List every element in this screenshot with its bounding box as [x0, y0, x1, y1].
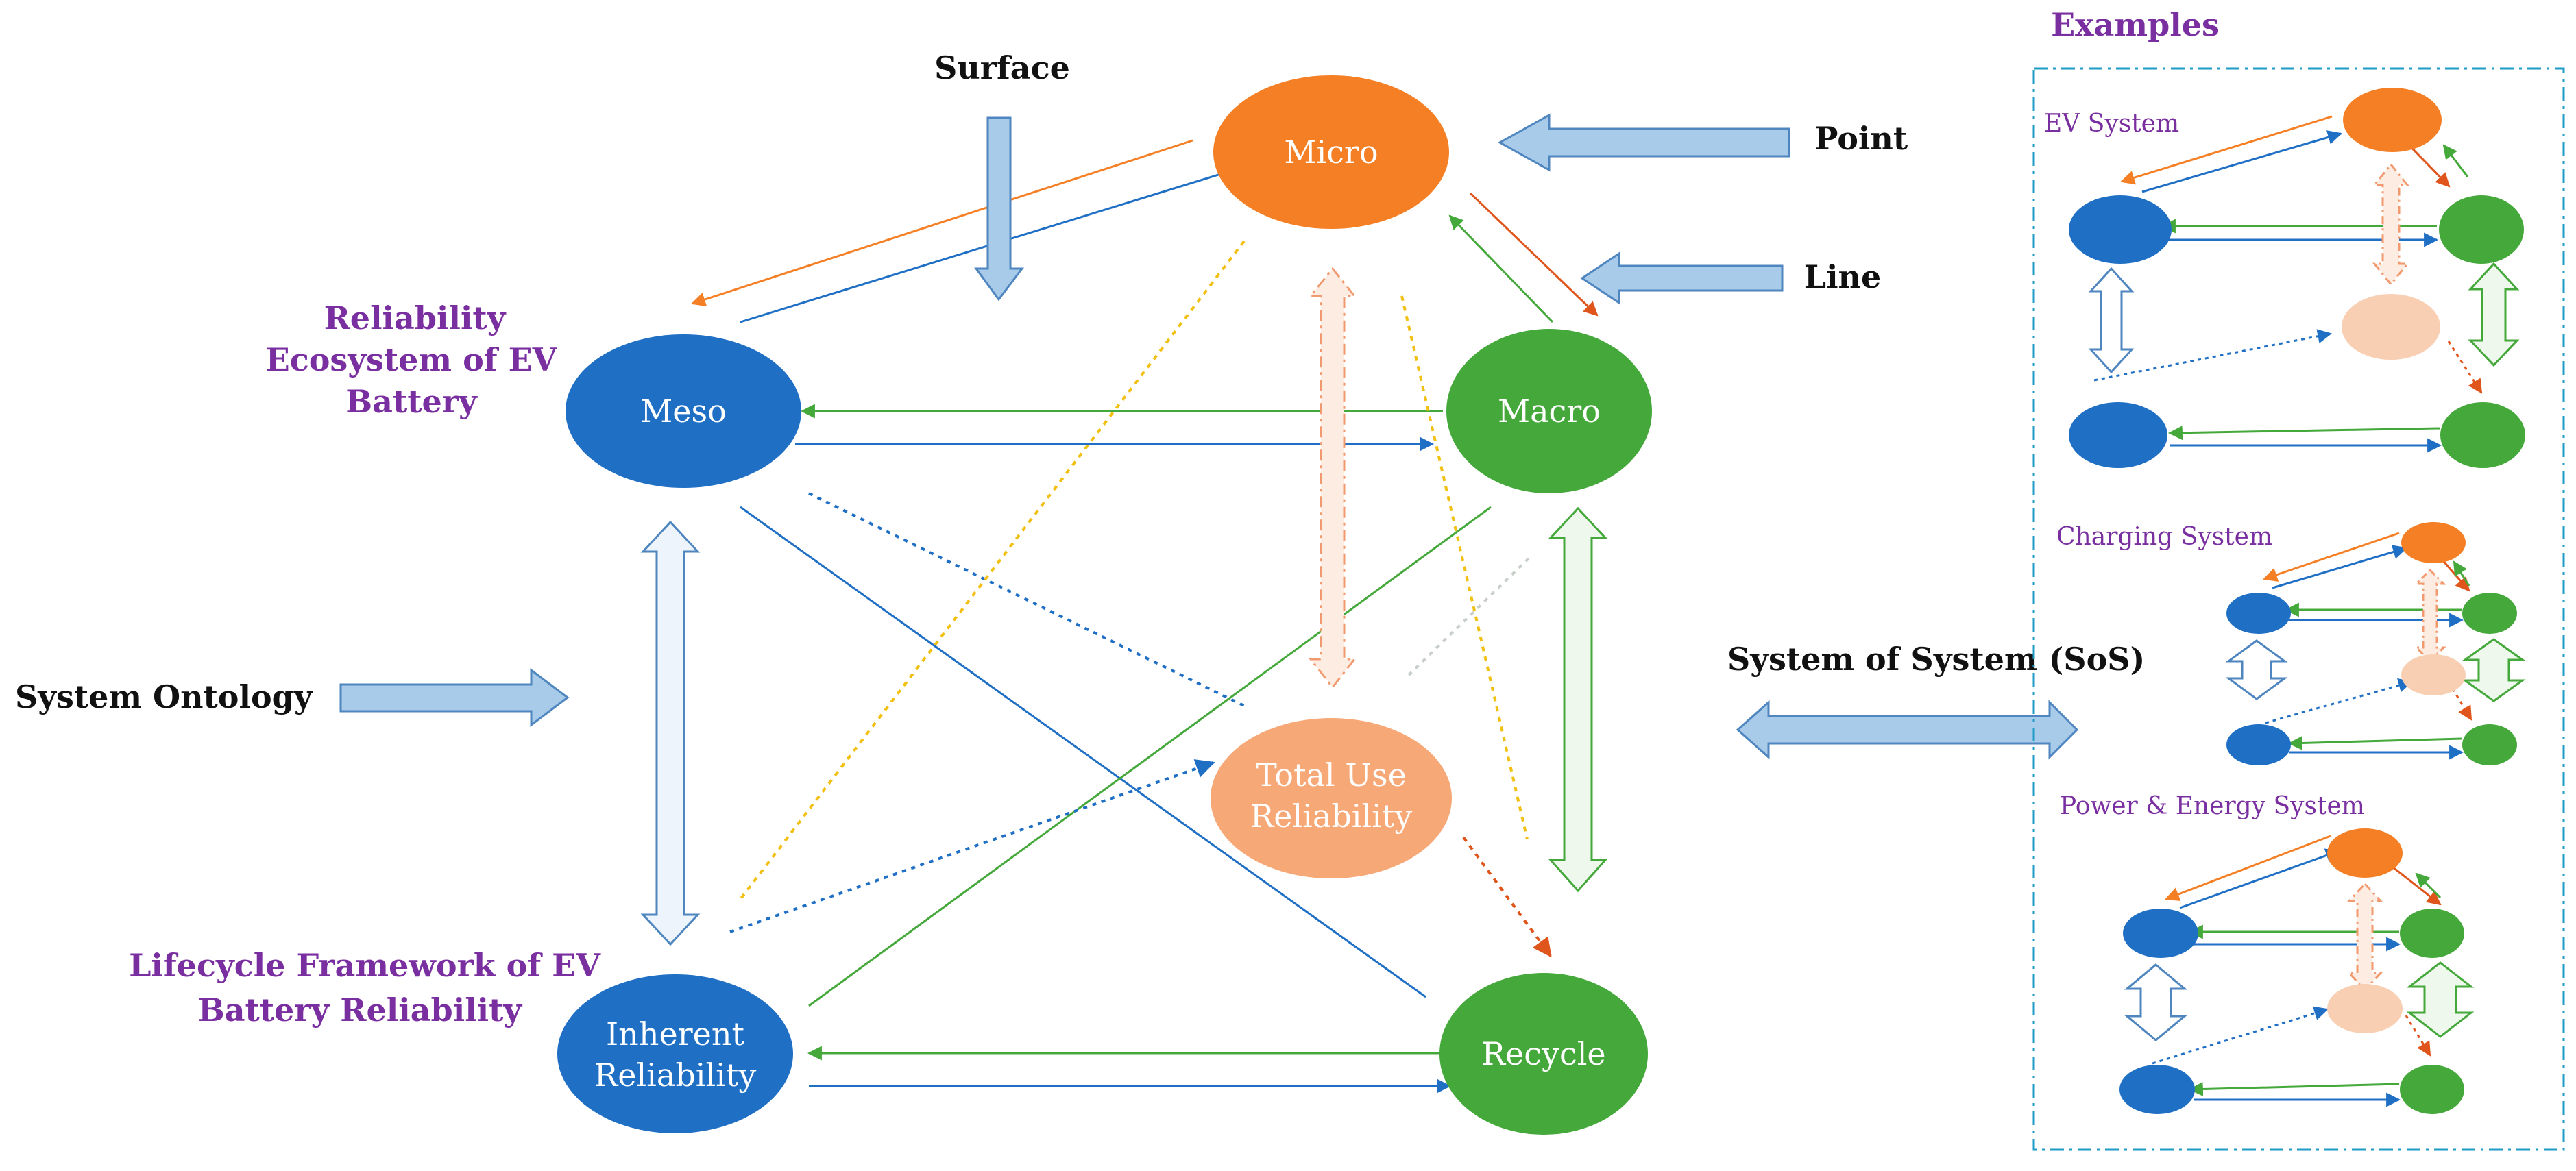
example-power-energy-system-label: Power & Energy System — [2060, 792, 2365, 820]
inherent-to-total-use-dotted-arrow — [729, 759, 1215, 933]
micro-to-meso-arrow — [691, 139, 1193, 307]
point-label: Point — [1814, 120, 1908, 157]
meso-total-use-dotted — [808, 492, 1245, 707]
example-charging-system-label: Charging System — [2056, 523, 2272, 551]
node-micro-label: Micro — [1284, 134, 1378, 171]
node-inherent-label-line1: Inherent — [606, 1015, 744, 1052]
reliability-ecosystem-line3: Battery — [345, 383, 478, 420]
macro-inherent-line — [808, 506, 1492, 1007]
system-ontology-label: System Ontology — [15, 678, 313, 715]
node-meso: Meso — [566, 334, 801, 488]
surface-label: Surface — [934, 49, 1070, 86]
reliability-ecosystem-line1: Reliability — [324, 299, 507, 336]
macro-recycle-double-arrow — [1548, 506, 1608, 893]
micro-inherent-dotted-yellow — [738, 240, 1246, 902]
sos-double-arrow — [1736, 700, 2079, 760]
micro-to-macro-arrow — [1469, 192, 1599, 317]
connection-lines — [691, 139, 1599, 1094]
meso-inherent-double-arrow — [640, 520, 701, 946]
lifecycle-framework-line2: Battery Reliability — [198, 991, 523, 1028]
node-micro: Micro — [1213, 75, 1449, 229]
surface-down-arrow — [974, 116, 1025, 301]
examples-title: Examples — [2051, 6, 2220, 43]
example-charging-system: Charging System — [2056, 522, 2526, 765]
system-ontology-right-arrow — [339, 667, 570, 728]
reliability-ecosystem-label: Reliability Ecosystem of EV Battery — [266, 299, 558, 420]
micro-recycle-dotted-yellow — [1400, 295, 1529, 840]
lifecycle-framework-line1: Lifecycle Framework of EV — [129, 947, 601, 984]
line-label: Line — [1804, 258, 1882, 295]
examples-panel-border — [2032, 67, 2565, 1151]
node-recycle: Recycle — [1439, 973, 1648, 1135]
example-ev-system: EV System — [2044, 88, 2525, 468]
node-meso-label: Meso — [640, 393, 727, 430]
node-recycle-label: Recycle — [1481, 1035, 1605, 1072]
node-inherent-reliability: Inherent Reliability — [557, 974, 793, 1133]
block-arrows — [339, 113, 2079, 946]
macro-to-micro-arrow — [1448, 214, 1554, 323]
example-ev-system-label: EV System — [2044, 110, 2179, 138]
node-total-use-label-line2: Reliability — [1250, 798, 1413, 835]
lifecycle-framework-label: Lifecycle Framework of EV Battery Reliab… — [129, 947, 601, 1028]
example-power-energy-system: Power & Energy System — [2060, 792, 2475, 1114]
meso-recycle-line — [740, 506, 1426, 998]
reliability-ecosystem-line2: Ecosystem of EV — [266, 341, 558, 378]
line-left-arrow — [1580, 251, 1784, 305]
point-left-arrow — [1497, 113, 1790, 172]
node-total-use-reliability: Total Use Reliability — [1211, 718, 1452, 878]
total-use-to-recycle-dotted-arrow — [1462, 836, 1552, 958]
node-total-use-label-line1: Total Use — [1256, 756, 1407, 793]
micro-total-use-dashed-double-arrow — [1308, 267, 1357, 689]
node-macro-label: Macro — [1498, 393, 1601, 430]
sos-label: System of System (SoS) — [1727, 641, 2145, 678]
node-inherent-label-line2: Reliability — [594, 1057, 757, 1094]
node-macro: Macro — [1446, 329, 1652, 493]
